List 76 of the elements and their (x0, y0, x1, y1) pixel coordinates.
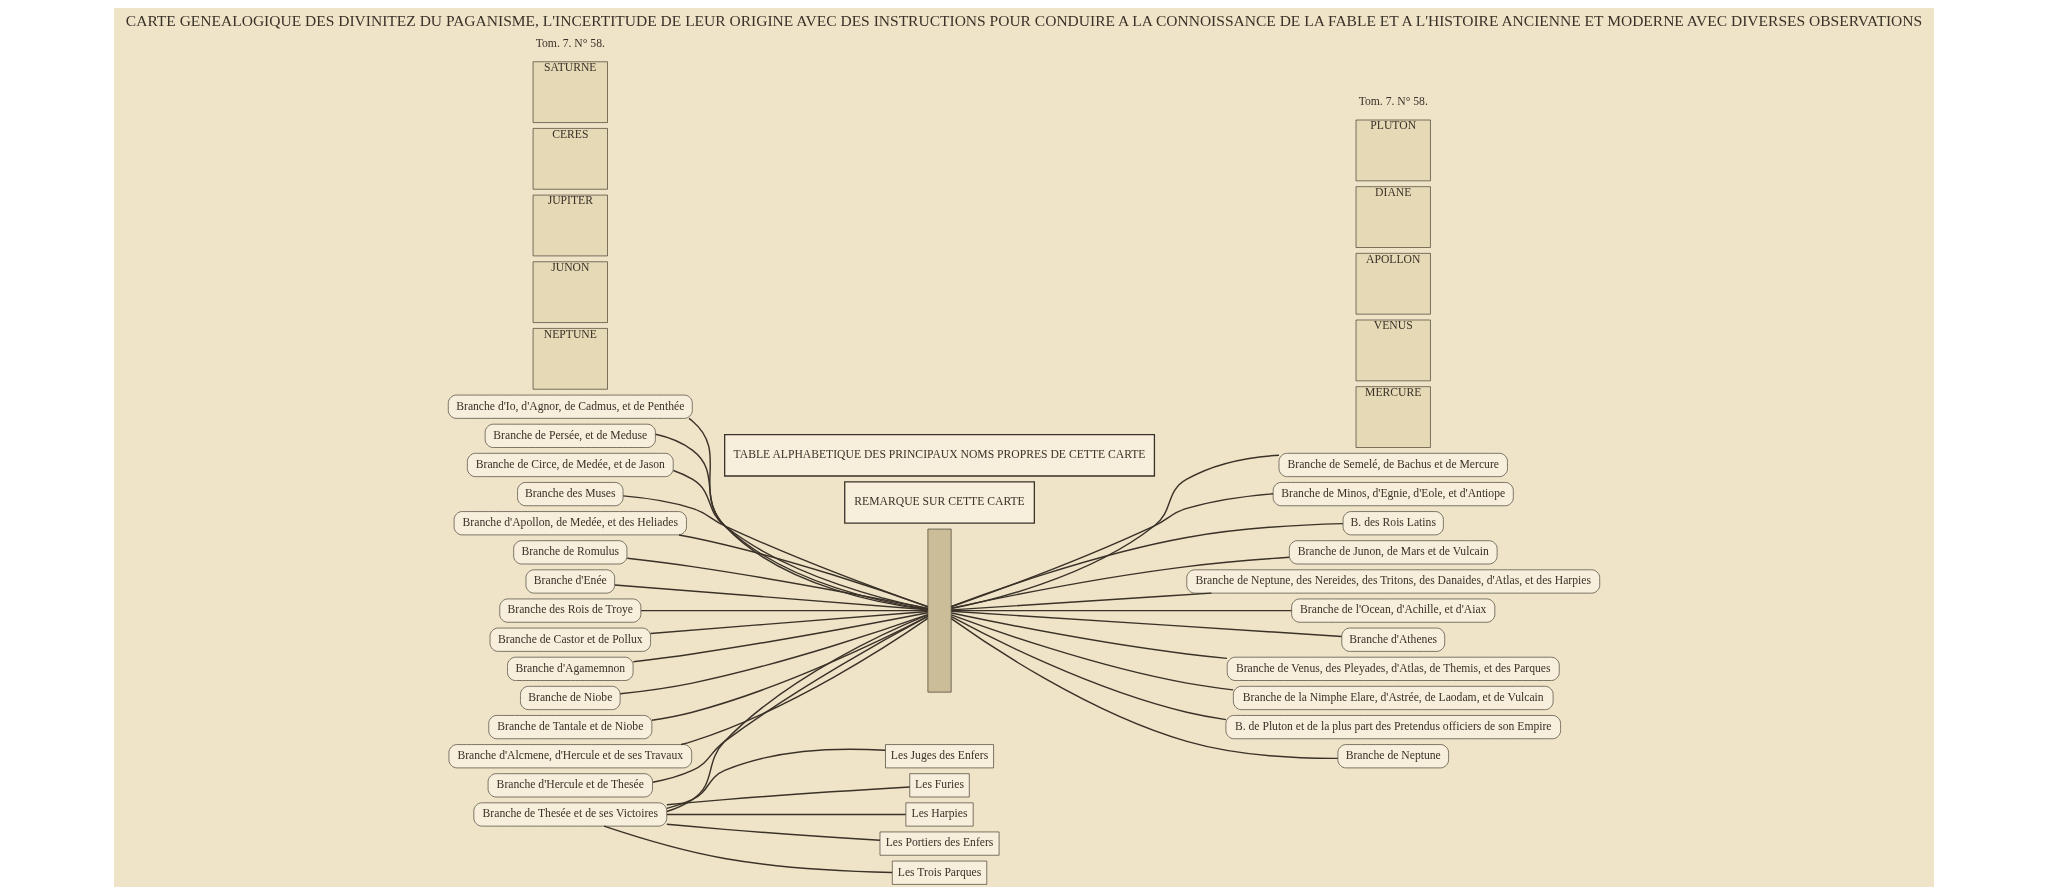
connector (603, 825, 893, 874)
node-box: PLUTON (1355, 119, 1431, 182)
node-box: Branche des Rois de Troye (499, 598, 642, 623)
connector (950, 493, 1274, 608)
node-box: Branche d'Agamemnon (507, 656, 634, 681)
node-box: Branche d'Enée (525, 569, 615, 594)
node-box: Branche de l'Ocean, d'Achille, et d'Aiax (1291, 598, 1496, 623)
connector (950, 614, 1234, 691)
node-box: Branche de Neptune (1337, 744, 1449, 769)
connector (950, 454, 1280, 610)
node-box: Branche de Castor et de Pollux (489, 627, 651, 652)
node-box: Les Trois Parques (891, 860, 988, 885)
connector (666, 614, 929, 813)
connector (649, 610, 929, 635)
diagram-title: CARTE GENEALOGIQUE DES DIVINITEZ DU PAGANISME, L'INCERTITUDE DE LEUR ORIGINE AVEC DES INSTRUCTIONS POUR CONDUIRE A LA CONNOISSANCE DE LA FABLE ET A L'HISTOIRE ANCIENNE ET MODERNE AVEC DIVERSES OBSERVATIONS (125, 11, 1923, 29)
node-box: Branche de Neptune, des Nereides, des Tritons, des Danaides, d'Atlas, et des Harpies (1186, 569, 1601, 594)
connector (614, 584, 929, 611)
connector (950, 592, 1213, 611)
node-box: VENUS (1355, 319, 1431, 382)
node-box: Branche d'Hercule et de Thesée (487, 773, 653, 798)
node-box: Branche de Persée, et de Meduse (484, 423, 656, 448)
node-box: Les Harpies (905, 802, 974, 827)
node-box: Branche d'Athenes (1341, 627, 1446, 652)
connector (654, 433, 929, 610)
connector (950, 612, 1228, 660)
node-box: Branche de Niobe (520, 686, 621, 710)
node-box: Branche de Venus, des Pleyades, d'Atlas, de Themis, et des Parques (1226, 656, 1560, 681)
node-box: Branche des Muses (517, 482, 624, 507)
node-box: Branche de Minos, d'Egnie, d'Eole, et d'Antiope (1272, 482, 1514, 507)
connector (619, 613, 929, 695)
connector (680, 617, 929, 746)
connector (622, 495, 929, 608)
node-box: Les Furies (909, 773, 970, 798)
label: Tom. 7. N° 58. (535, 37, 605, 51)
connector (666, 813, 907, 816)
node-box: Les Portiers des Enfers (879, 831, 1000, 856)
node-box: B. des Rois Latins (1342, 511, 1444, 536)
connector (666, 748, 887, 810)
node-box: Branche de Romulus (513, 540, 628, 565)
connector (950, 616, 1227, 721)
label: Tom. 7. N° 58. (1358, 95, 1428, 109)
node-box: Branche de Semelé, de Bachus et de Mercure (1278, 453, 1508, 477)
connector (950, 610, 1343, 638)
node-box: APOLLON (1355, 253, 1431, 315)
node-box: CERES (532, 128, 608, 190)
connector (950, 609, 1293, 612)
node-box: JUPITER (532, 194, 608, 257)
node-box: Branche de Thesée et de ses Victoires (473, 802, 668, 827)
node-box: SATURNE (532, 61, 608, 123)
node-box: Les Juges des Enfers (885, 744, 994, 769)
connector (678, 534, 929, 608)
node-box: MERCURE (1355, 386, 1431, 448)
node-box: Branche d'Apollon, de Medée, et des Heliades (453, 511, 687, 536)
node-box: DIANE (1355, 186, 1431, 248)
node-box: NEPTUNE (532, 328, 608, 390)
node-box: Branche de Circe, de Medée, et de Jason (467, 453, 674, 477)
node-box: Branche d'Io, d'Agnor, de Cadmus, et de Penthée (447, 394, 693, 419)
node-box: TABLE ALPHABETIQUE DES PRINCIPAUX NOMS PROPRES DE CETTE CARTE (724, 433, 1156, 477)
connector (950, 556, 1290, 609)
node-box: Branche d'Alcmene, d'Hercule et de ses Travaux (448, 744, 692, 769)
connector (652, 615, 929, 783)
node-box: REMARQUE SUR CETTE CARTE (844, 481, 1035, 524)
connector (632, 612, 929, 663)
node-box: JUNON (532, 261, 608, 323)
connector (666, 786, 911, 806)
node-box: Branche de Junon, de Mars et de Vulcain (1289, 540, 1498, 565)
connector (672, 469, 929, 610)
connector (950, 617, 1339, 760)
connector (626, 557, 929, 610)
node-bar (927, 528, 952, 693)
connector (666, 823, 881, 841)
node-box: Branche de Tantale et de Niobe (488, 715, 653, 740)
connector (950, 522, 1344, 608)
connector (640, 609, 929, 612)
node-box: Branche de la Nimphe Elare, d'Astrée, de Laodam, et de Vulcain (1233, 686, 1554, 710)
node-box: B. de Pluton et de la plus part des Pretendus officiers de son Empire (1225, 715, 1561, 740)
